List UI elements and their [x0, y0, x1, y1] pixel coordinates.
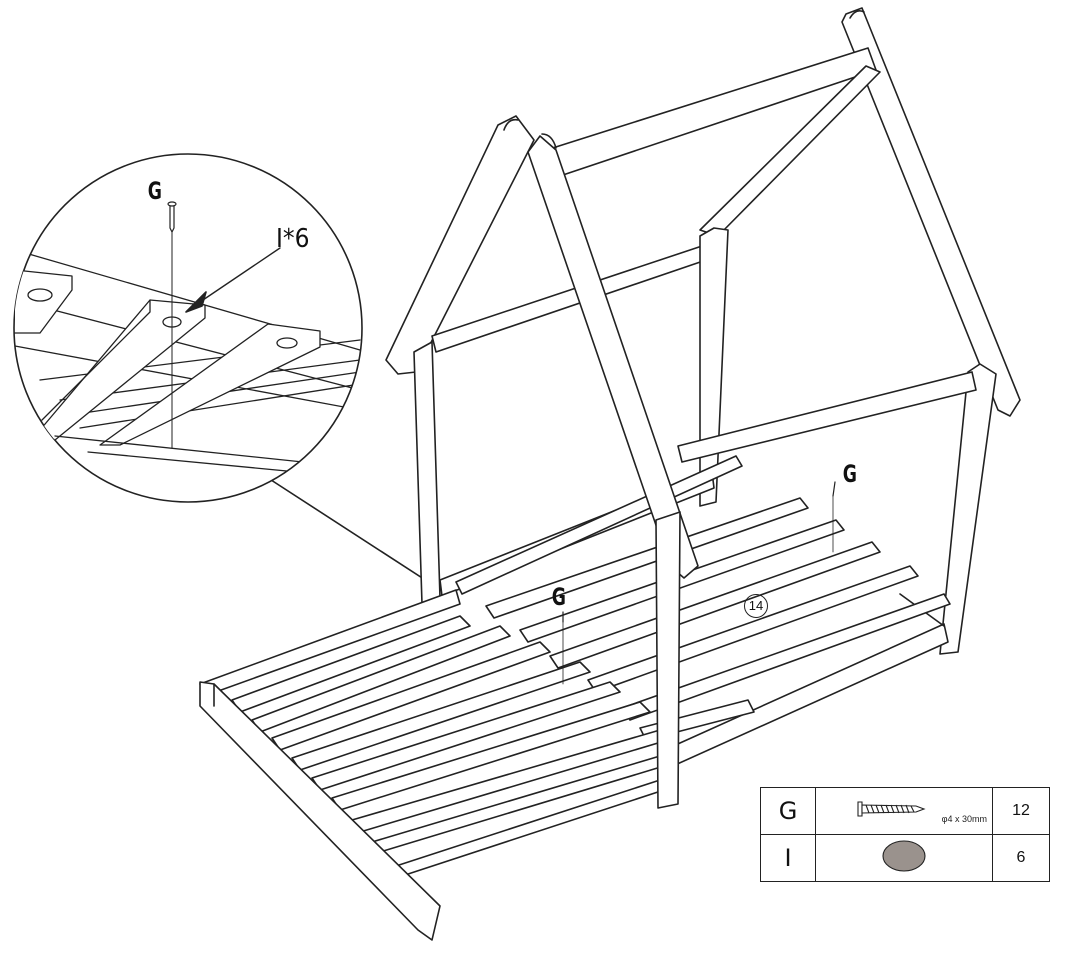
parts-row-cap: I 6 — [760, 834, 1050, 882]
leader-line — [267, 477, 451, 597]
detail-fastener-label: G — [147, 177, 162, 205]
part-code: I — [760, 834, 816, 882]
screw-spec: φ4 x 30mm — [941, 814, 987, 824]
parts-table: G φ4 x 30mm 12 I 6 — [760, 787, 1050, 882]
part-quantity: 6 — [992, 834, 1050, 882]
front-right-post — [939, 363, 997, 655]
bed-frame — [199, 7, 1021, 941]
screw-markers — [562, 481, 836, 685]
right-fastener-label: G — [842, 460, 857, 488]
detail-magnifier — [13, 153, 451, 597]
step-number-badge: 14 — [744, 594, 768, 618]
part-code: G — [760, 787, 816, 835]
detail-cap-label: I*6 — [276, 224, 310, 254]
front-top-rail — [677, 371, 977, 463]
back-right-roof-beam — [841, 7, 1021, 417]
back-center-post — [699, 227, 729, 507]
front-roof-beam — [527, 135, 699, 579]
cap-icon — [882, 840, 926, 872]
part-picture: φ4 x 30mm — [815, 787, 993, 835]
part-picture — [815, 834, 993, 882]
screw-icon — [857, 801, 926, 817]
parts-row-screw: G φ4 x 30mm 12 — [760, 787, 1050, 835]
center-fastener-label: G — [551, 583, 566, 611]
part-quantity: 12 — [992, 787, 1050, 835]
back-left-post — [413, 341, 441, 605]
bottom-platform — [199, 589, 669, 941]
front-center-post — [655, 511, 681, 809]
